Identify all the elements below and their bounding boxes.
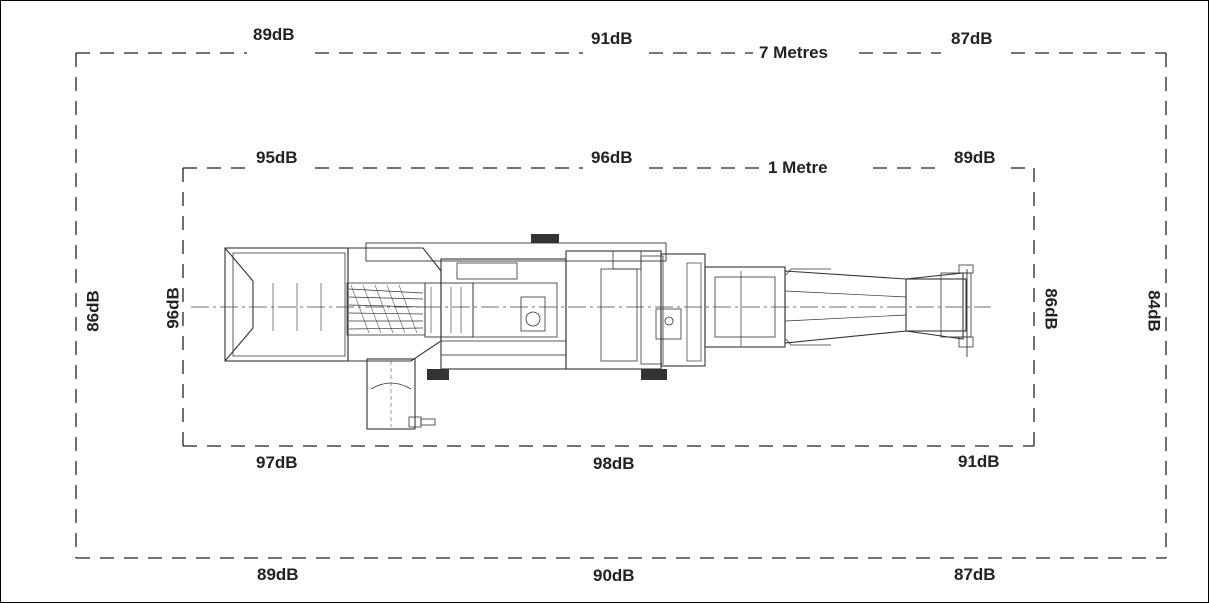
inner-bottom-centre-reading: 98dB <box>593 454 635 473</box>
tracks <box>427 234 667 380</box>
outer-right-reading: 84dB <box>1144 290 1164 332</box>
outer-top-right-reading: 87dB <box>951 29 993 48</box>
inner-top-right-reading: 89dB <box>954 148 996 167</box>
outer-top-left-reading: 89dB <box>253 25 295 44</box>
inner-left-reading: 96dB <box>163 287 183 329</box>
outer-bottom-left-reading: 89dB <box>257 565 299 584</box>
main-chassis <box>365 242 667 370</box>
outer-top-centre-reading: 91dB <box>591 29 633 48</box>
outer-bottom-right-reading: 87dB <box>954 565 996 584</box>
side-conveyor <box>366 358 436 430</box>
outer-zone-boundary <box>75 52 1167 559</box>
outer-bottom-centre-reading: 90dB <box>593 566 635 585</box>
inner-bottom-right-reading: 91dB <box>958 452 1000 471</box>
inner-bottom-left-reading: 97dB <box>256 453 298 472</box>
hopper <box>224 247 349 362</box>
inner-zone-title: 1 Metre <box>768 158 828 177</box>
outer-zone-title: 7 Metres <box>759 43 828 62</box>
machine-top-view <box>224 234 974 430</box>
inner-right-reading: 86dB <box>1041 288 1061 330</box>
conveyor-frame <box>704 264 974 357</box>
inner-zone-boundary <box>182 167 1035 447</box>
inner-top-left-reading: 95dB <box>256 148 298 167</box>
feed-section <box>346 247 474 362</box>
outer-left-reading: 86dB <box>83 290 103 332</box>
inner-top-centre-reading: 96dB <box>591 148 633 167</box>
